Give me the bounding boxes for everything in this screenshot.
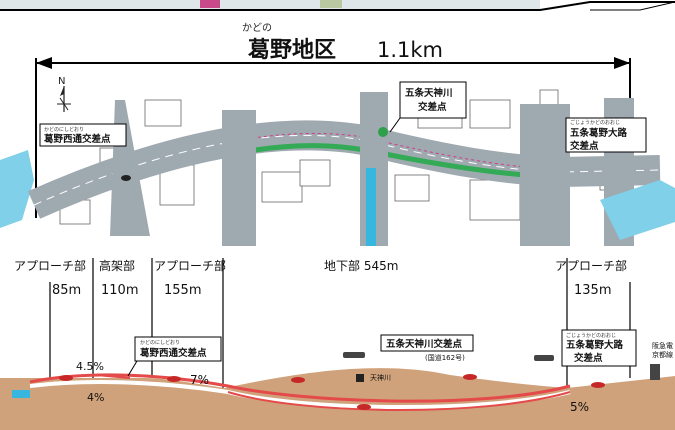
water-area (0, 150, 34, 228)
profile-callout-west: かどのにしどおり 葛野西通交差点 (127, 336, 222, 377)
car-icons (59, 374, 605, 410)
map-callout-east: ごじょうかどのおおじ 五条葛野大路 交差点 (565, 117, 647, 153)
water-channel (12, 390, 30, 398)
map-callout-center: 五条天神川 交差点 (389, 81, 467, 133)
grade-labels: 4.5% 4% 7% 5% (76, 360, 589, 414)
profile-callout-east: ごじょうかどのおおじ 五条葛野大路 交差点 (561, 329, 637, 367)
signal-icon-east (534, 355, 554, 361)
map-label-katsuraoji-2: 交差点 (570, 140, 599, 152)
section-approach-2: アプローチ部 (154, 258, 226, 273)
profile-label-tenjingawa: 五条天神川交差点 (386, 338, 463, 350)
road-map (0, 89, 675, 246)
cross-road-east (520, 104, 570, 246)
map-callout-west: かどのにしどおり 葛野西通交差点 (39, 123, 127, 147)
svg-text:かどのにしどおり: かどのにしどおり (140, 339, 180, 346)
station-label-1: 阪急電 (652, 341, 673, 350)
station-label-2: 京都線 (652, 350, 673, 359)
road-profile-red (29, 373, 571, 403)
profile-label-katsuraoji-1: 五条葛野大路 (566, 339, 624, 351)
section-elevated: 高架部 (99, 258, 135, 273)
grade-5: 5% (570, 400, 589, 414)
map-label-tenjingawa-1: 五条天神川 (405, 87, 453, 99)
river-label: 天神川 (370, 373, 391, 382)
route-note: (国道162号) (425, 353, 465, 362)
map-label-katsuranishi: 葛野西通交差点 (43, 133, 111, 145)
section-approach-3: アプローチ部 (555, 258, 627, 273)
signal-icon-center (343, 352, 365, 358)
station-icon (650, 364, 660, 380)
profile-callout-center: 五条天神川交差点 (国道162号) (380, 334, 474, 362)
profile-section: 天神川 阪急電 京都線 (0, 341, 675, 430)
svg-text:ごじょうかどのおおじ: ごじょうかどのおおじ (566, 332, 616, 339)
section-dividers (49, 258, 631, 388)
map-label-tenjingawa-2: 交差点 (418, 101, 447, 113)
length-155: 155m (164, 283, 201, 298)
profile-label-katsuraoji-2: 交差点 (574, 352, 603, 364)
map-label-katsuraoji-1: 五条葛野大路 (570, 127, 628, 139)
tunnel-outline (227, 391, 571, 412)
compass-label: N (58, 76, 65, 87)
length-85: 85m (52, 283, 81, 298)
section-approach-1: アプローチ部 (14, 258, 86, 273)
district-length: 1.1km (377, 38, 443, 62)
grade-7: 7% (190, 373, 209, 387)
length-135: 135m (574, 283, 611, 298)
svg-text:かどのにしどおり: かどのにしどおり (44, 126, 84, 133)
cross-road-mid (222, 110, 256, 246)
lane-marking (33, 134, 661, 206)
svg-text:ごじょうかどのおおじ: ごじょうかどのおおじ (570, 119, 620, 126)
title-block: かどの 葛野地区 1.1km (242, 22, 443, 63)
grade-4: 4% (87, 391, 104, 404)
tenjingawa-river-marker (356, 374, 364, 382)
section-underground: 地下部 545m (324, 258, 398, 273)
profile-label-katsuranishi: 葛野西通交差点 (139, 347, 207, 359)
water-area-east (600, 180, 675, 240)
tenjingawa-river (366, 168, 376, 246)
title-ruby: かどの (242, 22, 272, 34)
car-marker (121, 175, 131, 181)
length-110: 110m (101, 283, 138, 298)
district-title: 葛野地区 (247, 38, 336, 63)
grade-4-5: 4.5% (76, 360, 104, 373)
tree-marker (378, 127, 388, 137)
section-labels: アプローチ部 高架部 アプローチ部 地下部 545m アプローチ部 85m 11… (14, 258, 627, 298)
top-banner-fragment (0, 0, 675, 11)
north-arrow-icon: N (57, 76, 71, 112)
